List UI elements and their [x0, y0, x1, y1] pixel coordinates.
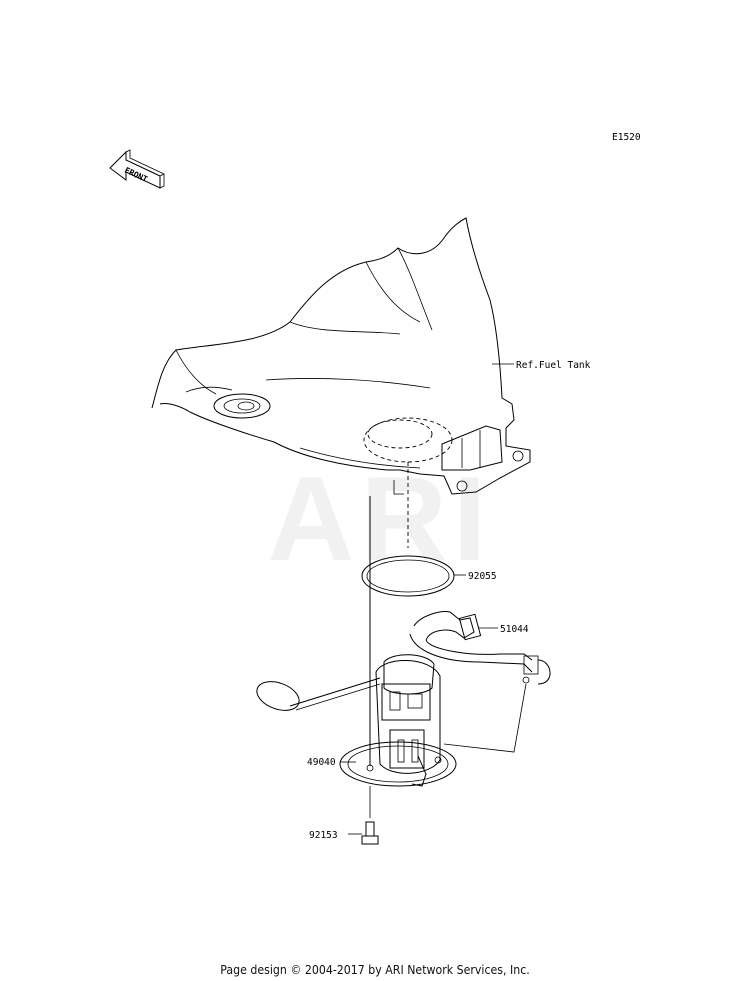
front-arrow-icon: FRONT: [109, 149, 165, 189]
front-label: FRONT: [123, 166, 149, 184]
fuel-tank: [151, 217, 531, 495]
bolt-part: [361, 821, 379, 845]
fuel-hose-part: [409, 611, 551, 685]
copyright-footer: Page design © 2004-2017 by ARI Network S…: [220, 962, 530, 977]
ari-watermark: ARI: [268, 452, 493, 586]
ref-fuel-tank-label: Ref.Fuel Tank: [516, 360, 591, 371]
diagram-code: E1520: [612, 132, 641, 143]
part-label-92055: 92055: [468, 571, 497, 582]
o-ring-part: [361, 555, 455, 597]
fuel-pump-part: [256, 654, 457, 787]
part-label-51044: 51044: [500, 624, 529, 635]
part-label-49040: 49040: [307, 757, 336, 768]
part-label-92153: 92153: [309, 830, 338, 841]
